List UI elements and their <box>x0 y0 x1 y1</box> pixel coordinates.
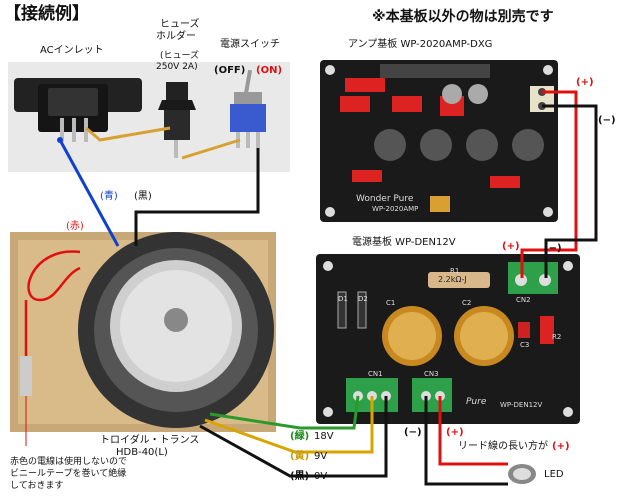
blue-wire-label: (青) <box>100 191 118 202</box>
fuse-holder <box>158 82 196 158</box>
led-label: LED <box>544 469 564 480</box>
red-wire-label: (赤) <box>66 221 84 232</box>
cn2-silk: CN2 <box>516 296 531 304</box>
sold-separately-note: ※本基板以外の物は別売です <box>372 9 554 25</box>
amp-plus-label: (+) <box>576 77 594 88</box>
den-plus-label: (+) <box>502 241 520 252</box>
red-wire-note-3: しておきます <box>10 481 64 491</box>
transformer-label-1: トロイダル・トランス <box>100 435 200 446</box>
red-wire-loop <box>27 250 81 302</box>
amp-minus-wire <box>542 104 598 278</box>
ac-inlet-label: ACインレット <box>40 45 104 56</box>
fuse-holder-label-1: ヒューズ <box>160 19 200 30</box>
r1-value-silk: 2.2kΩ-J <box>438 275 467 284</box>
amp-minus-label: (−) <box>598 115 616 126</box>
transformer-label-2: HDB-40(L) <box>116 447 168 458</box>
c1-silk: C1 <box>386 299 396 307</box>
cn1-silk: CN1 <box>368 370 383 378</box>
black-wire-primary <box>134 148 260 246</box>
d2-silk: D2 <box>358 295 368 303</box>
red-wire-note-1: 赤色の電線は使用しないので <box>10 457 128 467</box>
power-board <box>316 254 580 424</box>
black-0v-wire-voltage-label: 0V <box>314 471 328 482</box>
ac-inlet <box>14 78 142 142</box>
black-0v-wire-color-label: (黒) <box>290 471 310 482</box>
switch-off-label: (OFF) <box>214 65 246 76</box>
c3-silk: C3 <box>520 341 530 349</box>
led <box>508 464 536 484</box>
green-wire-color-label: (緑) <box>290 431 310 442</box>
green-18v-wire <box>209 395 360 430</box>
led-minus-wire <box>424 396 508 486</box>
amp-board <box>315 56 561 226</box>
yellow-9v-wire <box>204 396 374 454</box>
switch-on-label: (ON) <box>256 65 283 76</box>
led-minus-label: (−) <box>404 427 422 438</box>
red-wire-note-2: ビニールテープを巻いて絶縁 <box>10 469 127 479</box>
amp-brand-silk: Wonder Pure <box>356 194 414 204</box>
black-0v-wire <box>199 396 388 478</box>
led-note-plus-label: (+) <box>552 441 570 452</box>
toroidal-transformer <box>10 232 276 432</box>
cn3-silk: CN3 <box>424 370 439 378</box>
c2-silk: C2 <box>462 299 472 307</box>
fuse-spec-label-1: (ヒューズ <box>160 51 200 61</box>
d1-silk: D1 <box>338 295 348 303</box>
black-wire-label: (黒) <box>134 191 152 202</box>
r1-silk: R1 <box>450 267 460 275</box>
page-title: 【接続例】 <box>4 4 89 24</box>
power-switch-label: 電源スイッチ <box>220 39 280 50</box>
amp-plus-wire <box>520 90 578 278</box>
yellow-wire-voltage-label: 9V <box>314 451 328 462</box>
den-model-silk: WP-DEN12V <box>500 401 543 409</box>
amp-model-silk: WP-2020AMP <box>372 205 419 213</box>
fuse-holder-label-2: ホルダー <box>156 31 196 42</box>
led-plus-wire <box>438 396 508 466</box>
yellow-wire-color-label: (黄) <box>290 451 310 462</box>
amp-board-label: アンプ基板 WP-2020AMP-DXG <box>348 39 493 50</box>
power-switch <box>230 69 266 148</box>
fuse-spec-label-2: 250V 2A) <box>156 62 198 72</box>
den-minus-label: (−) <box>544 243 562 254</box>
den-brand-silk: Pure <box>466 397 487 407</box>
green-wire-voltage-label: 18V <box>314 431 334 442</box>
blue-wire <box>58 139 120 247</box>
led-plus-label: (+) <box>446 427 464 438</box>
power-board-label: 電源基板 WP-DEN12V <box>352 237 456 248</box>
led-note-label: リード線の長い方が <box>458 441 548 452</box>
r2-silk: R2 <box>552 333 562 341</box>
